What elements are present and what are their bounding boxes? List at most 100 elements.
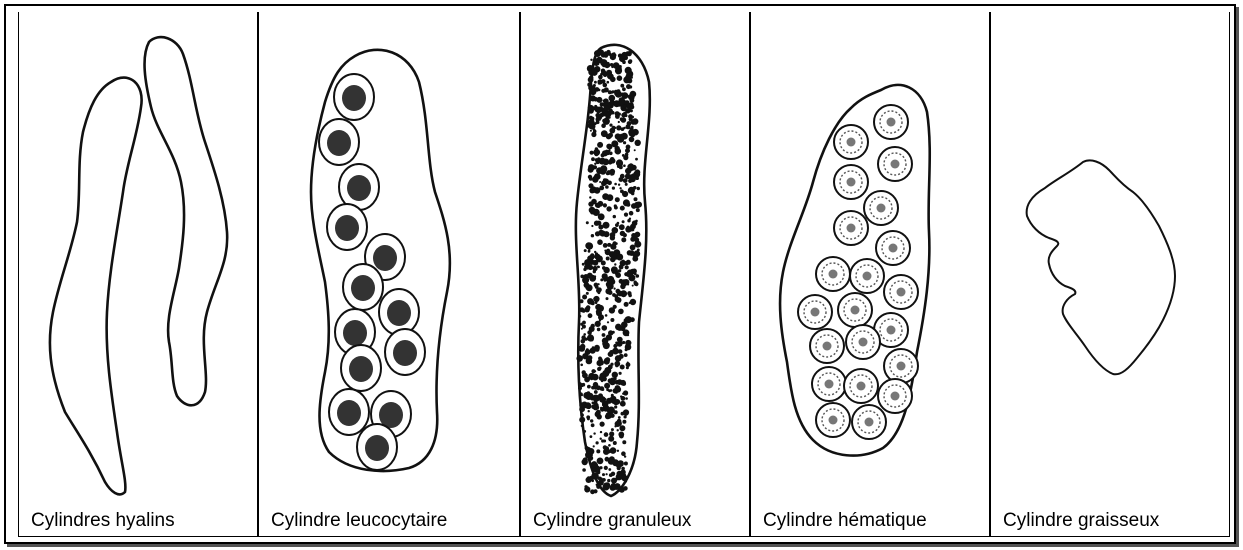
granule-dot <box>606 257 610 261</box>
granule-dot <box>615 399 621 405</box>
granule-dot <box>624 392 628 396</box>
granule-dot <box>582 422 584 424</box>
granule-dot <box>635 158 638 161</box>
granule-dot <box>593 260 599 266</box>
granule-dot <box>610 318 614 322</box>
granule-dot <box>625 397 628 400</box>
granule-dot <box>580 344 585 349</box>
granule-dot <box>634 202 641 209</box>
granule-dot <box>581 425 583 427</box>
granule-dot <box>588 410 590 412</box>
granule-dot <box>587 330 592 335</box>
panel-hyaline-casts: Cylindres hyalins <box>18 12 258 537</box>
red-blood-cell-center <box>825 380 834 389</box>
granule-dot <box>609 456 615 462</box>
granule-dot <box>634 256 638 260</box>
granule-dot <box>585 379 588 382</box>
granule-dot <box>594 370 596 372</box>
granule-dot <box>587 476 591 480</box>
granule-dot <box>578 355 583 360</box>
granule-dot <box>601 153 605 157</box>
granule-dot <box>595 203 600 208</box>
granule-dot <box>605 249 611 255</box>
granule-dot <box>589 196 591 198</box>
granule-dot <box>590 337 594 341</box>
granule-dot <box>623 76 630 83</box>
granule-dot <box>607 399 609 401</box>
granule-dot <box>629 218 631 220</box>
granule-dot <box>615 324 622 331</box>
leukocyte-nucleus <box>327 130 351 156</box>
granule-dot <box>594 349 596 351</box>
granule-dot <box>611 478 617 484</box>
leukocyte-nucleus <box>387 300 411 326</box>
granule-dot <box>610 174 612 176</box>
granule-dot <box>624 462 628 466</box>
granule-dot <box>619 434 624 439</box>
granule-dot <box>600 407 605 412</box>
granule-dot <box>611 92 613 94</box>
granule-dot <box>593 432 595 434</box>
granule-dot <box>634 149 636 151</box>
granule-dot <box>614 183 617 186</box>
granule-dot <box>626 362 631 367</box>
granule-dot <box>609 408 615 414</box>
granule-dot <box>616 125 621 130</box>
granule-dot <box>603 243 608 248</box>
leukocyte-nucleus <box>365 435 389 461</box>
granule-dot <box>597 305 604 312</box>
granule-dot <box>613 215 616 218</box>
granule-dot <box>592 473 599 480</box>
granule-dot <box>630 91 637 98</box>
granule-dot <box>618 269 621 272</box>
red-blood-cell-center <box>811 308 820 317</box>
granule-dot <box>634 282 638 286</box>
granule-dot <box>618 349 623 354</box>
granule-dot <box>626 366 629 369</box>
granule-dot <box>591 302 595 306</box>
granule-dot <box>585 349 591 355</box>
granule-dot <box>622 96 625 99</box>
granule-dot <box>578 386 582 390</box>
granule-dot <box>581 335 585 339</box>
granule-dot <box>617 222 620 225</box>
granule-dot <box>599 181 601 183</box>
granule-dot <box>615 364 618 367</box>
granule-dot <box>622 60 626 64</box>
granule-dot <box>606 206 611 211</box>
granule-dot <box>620 117 624 121</box>
granule-dot <box>600 59 607 66</box>
granule-dot <box>631 192 634 195</box>
granule-dot <box>593 445 595 447</box>
red-blood-cell-center <box>859 338 868 347</box>
granule-dot <box>619 65 622 68</box>
granule-dot <box>582 295 587 300</box>
red-blood-cell-center <box>897 362 906 371</box>
granule-dot <box>596 410 601 415</box>
granule-dot <box>613 484 619 490</box>
granule-dot <box>620 309 624 313</box>
granule-dot <box>591 423 595 427</box>
granule-dot <box>609 159 613 163</box>
granule-dot <box>632 239 634 241</box>
granule-dot <box>591 234 594 237</box>
granule-dot <box>628 179 632 183</box>
granule-dot <box>586 221 589 224</box>
granule-dot <box>614 405 617 408</box>
granule-dot <box>630 317 635 322</box>
red-blood-cell-center <box>887 118 896 127</box>
granule-dot <box>623 164 626 167</box>
granule-dot <box>604 383 610 389</box>
red-blood-cell-center <box>847 178 856 187</box>
leukocyte-nucleus <box>335 215 359 241</box>
granule-dot <box>611 472 615 476</box>
granule-dot <box>595 231 600 236</box>
leukocyte-nucleus <box>343 320 367 346</box>
panel-caption: Cylindre leucocytaire <box>259 510 519 532</box>
granule-dot <box>635 176 639 180</box>
granule-dot <box>606 144 611 149</box>
granule-dot <box>620 426 624 430</box>
granule-dot <box>634 241 641 248</box>
granule-dot <box>625 414 627 416</box>
granule-dot <box>594 275 596 277</box>
